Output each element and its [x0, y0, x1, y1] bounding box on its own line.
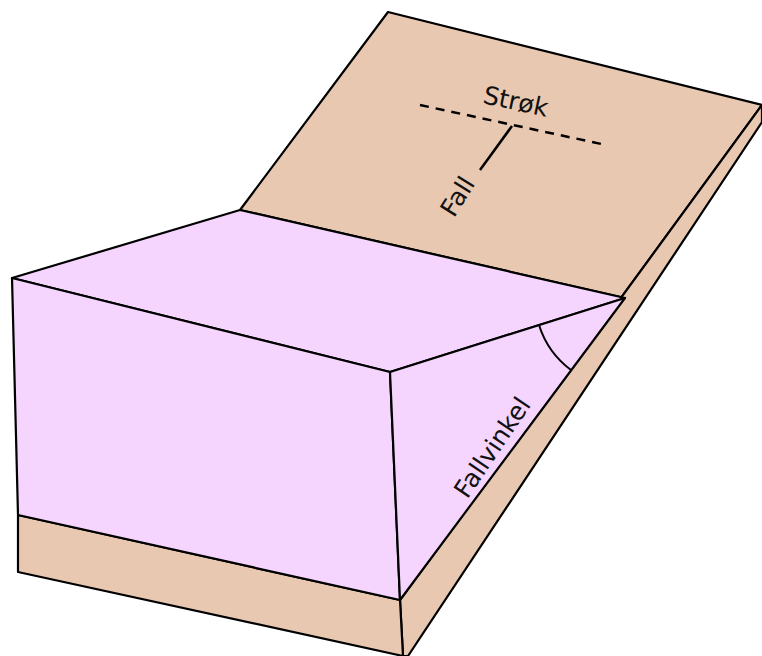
dip-angle-arc: [539, 325, 571, 370]
block-front: [12, 278, 400, 600]
dip-tick: [480, 126, 512, 170]
block-side: [390, 298, 625, 600]
